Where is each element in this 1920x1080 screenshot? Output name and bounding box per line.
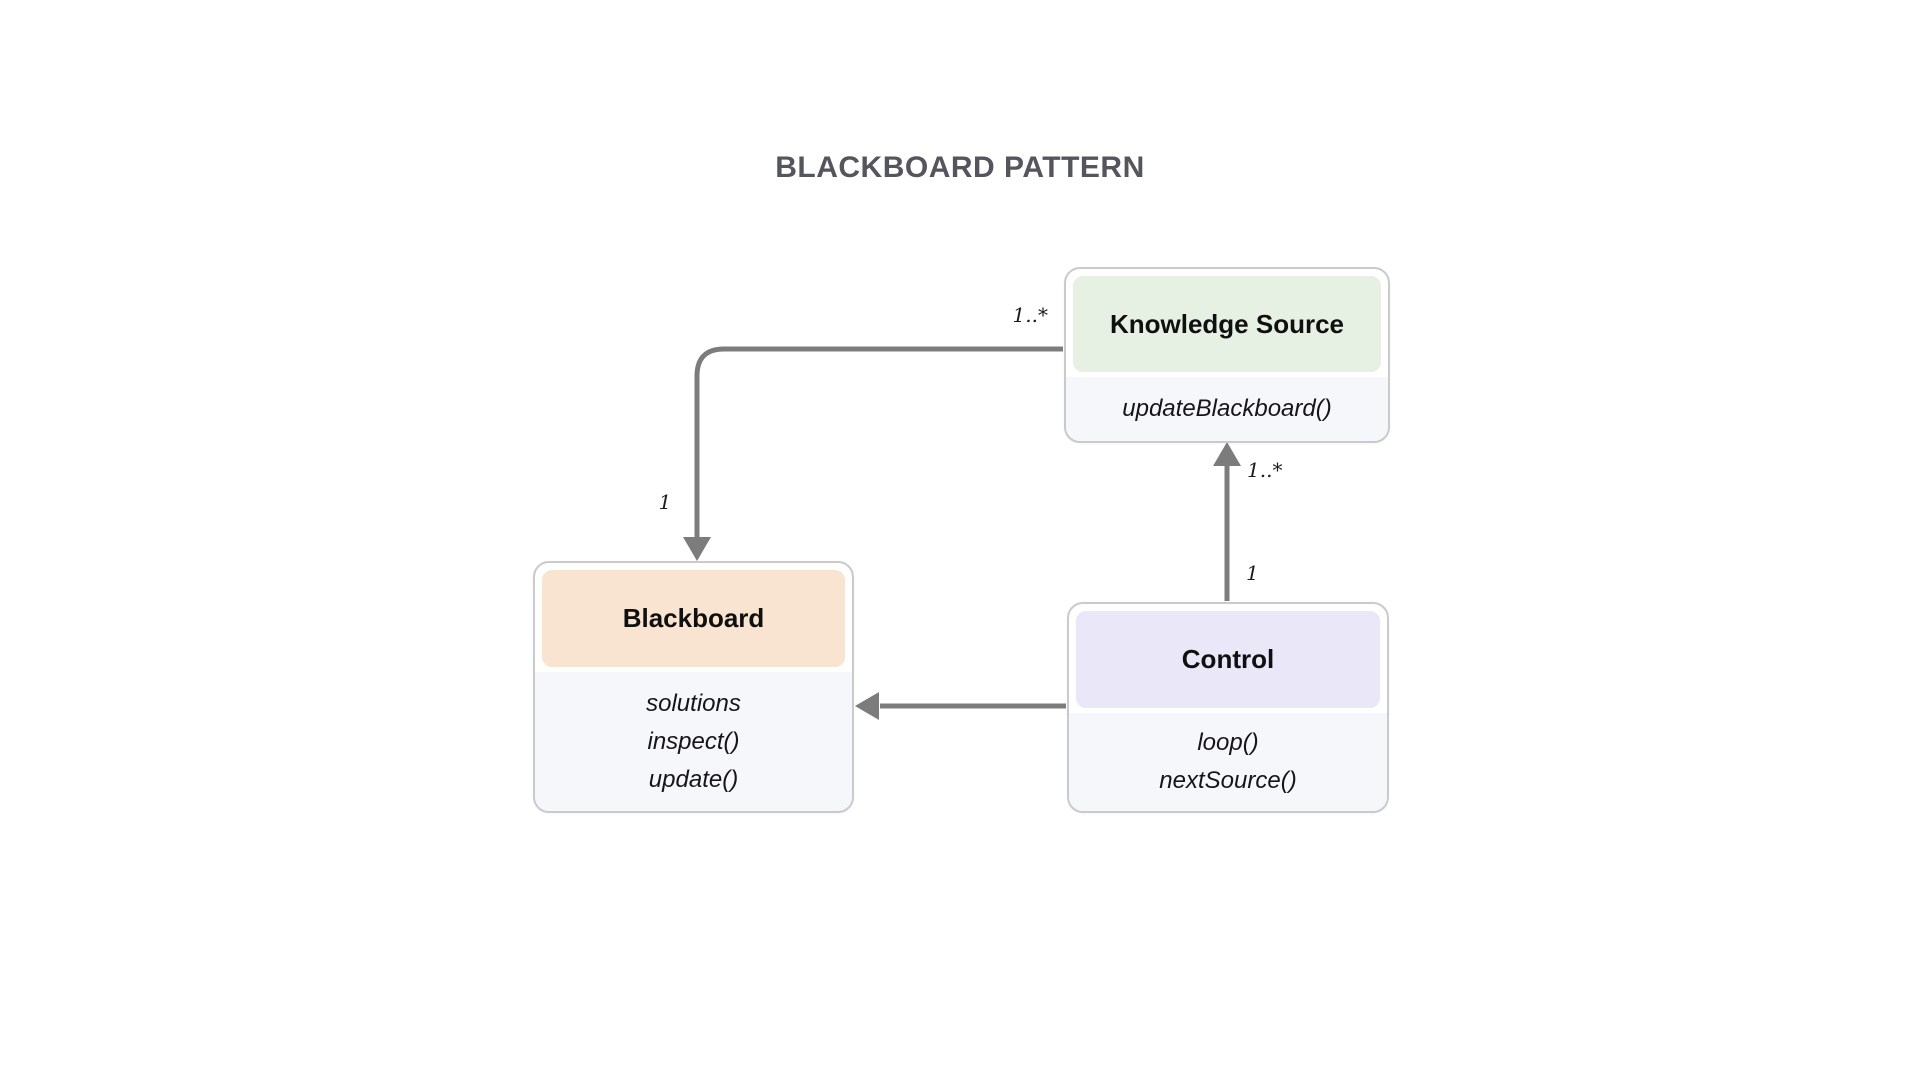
- class-members-blackboard: solutions inspect() update(): [535, 672, 852, 811]
- class-member: loop(): [1197, 729, 1259, 756]
- class-member: inspect(): [647, 727, 740, 755]
- class-name-blackboard: Blackboard: [622, 603, 765, 633]
- class-box-blackboard: Blackboard solutions inspect() update(): [533, 561, 854, 813]
- class-box-knowledge-source: Knowledge Source updateBlackboard(): [1064, 267, 1390, 443]
- multiplicity-label-knowledge-source-side-2: 1..*: [1247, 458, 1283, 482]
- class-member: solutions: [646, 689, 741, 717]
- multiplicity-label-knowledge-source-side: 1..*: [1012, 303, 1048, 327]
- class-header-knowledge-source: Knowledge Source: [1073, 276, 1381, 372]
- class-members-control: loop() nextSource(): [1069, 713, 1387, 811]
- class-name-knowledge-source: Knowledge Source: [1109, 308, 1345, 339]
- class-box-control: Control loop() nextSource(): [1067, 602, 1389, 813]
- class-members-knowledge-source: updateBlackboard(): [1066, 377, 1388, 441]
- class-header-control: Control: [1076, 611, 1380, 708]
- class-member: update(): [648, 765, 739, 793]
- multiplicity-label-blackboard-side: 1: [658, 490, 672, 514]
- arrow-knowledge-source-to-blackboard: [694, 346, 1063, 540]
- class-member: nextSource(): [1159, 767, 1297, 794]
- class-member: updateBlackboard(): [1122, 395, 1332, 422]
- multiplicity-label-control-side: 1: [1246, 561, 1259, 585]
- class-header-blackboard: Blackboard: [542, 570, 845, 667]
- arrowhead-left-icon: [855, 692, 879, 720]
- diagram-title: BLACKBOARD PATTERN: [775, 151, 1145, 184]
- arrowhead-up-icon: [1213, 442, 1241, 466]
- class-name-control: Control: [1181, 644, 1275, 674]
- arrowhead-down-icon: [683, 537, 711, 561]
